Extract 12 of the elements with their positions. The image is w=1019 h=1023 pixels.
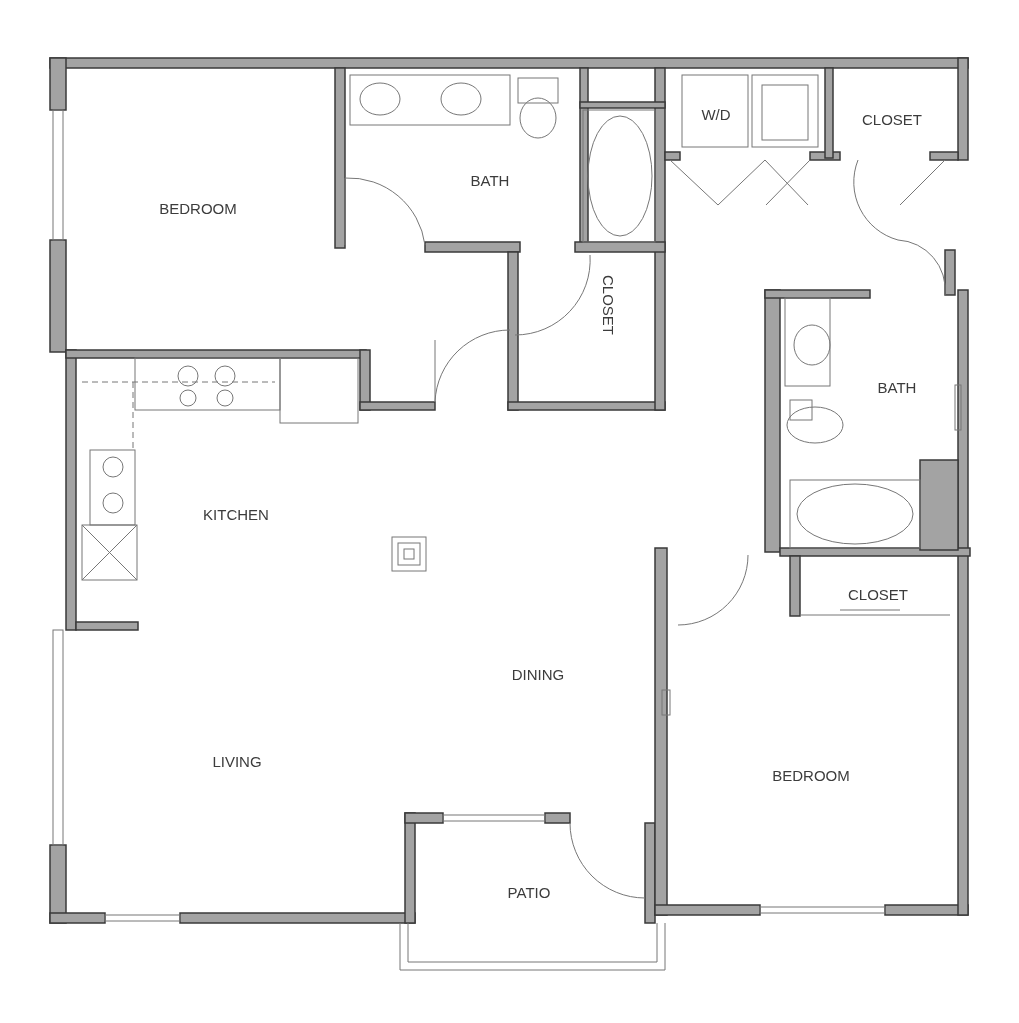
room-label: CLOSET — [848, 584, 908, 605]
room-label: BEDROOM — [159, 198, 237, 219]
room-label: BATH — [877, 377, 917, 398]
room-label: DINING — [511, 664, 565, 685]
room-label: BATH — [470, 170, 510, 191]
room-label: LIVING — [212, 751, 262, 772]
room-label: BEDROOM — [772, 765, 850, 786]
room-label: W/D — [701, 104, 731, 125]
room-label: PATIO — [507, 882, 551, 903]
room-label: KITCHEN — [203, 504, 269, 525]
room-label: CLOSET — [599, 275, 619, 335]
room-label: CLOSET — [862, 109, 922, 130]
